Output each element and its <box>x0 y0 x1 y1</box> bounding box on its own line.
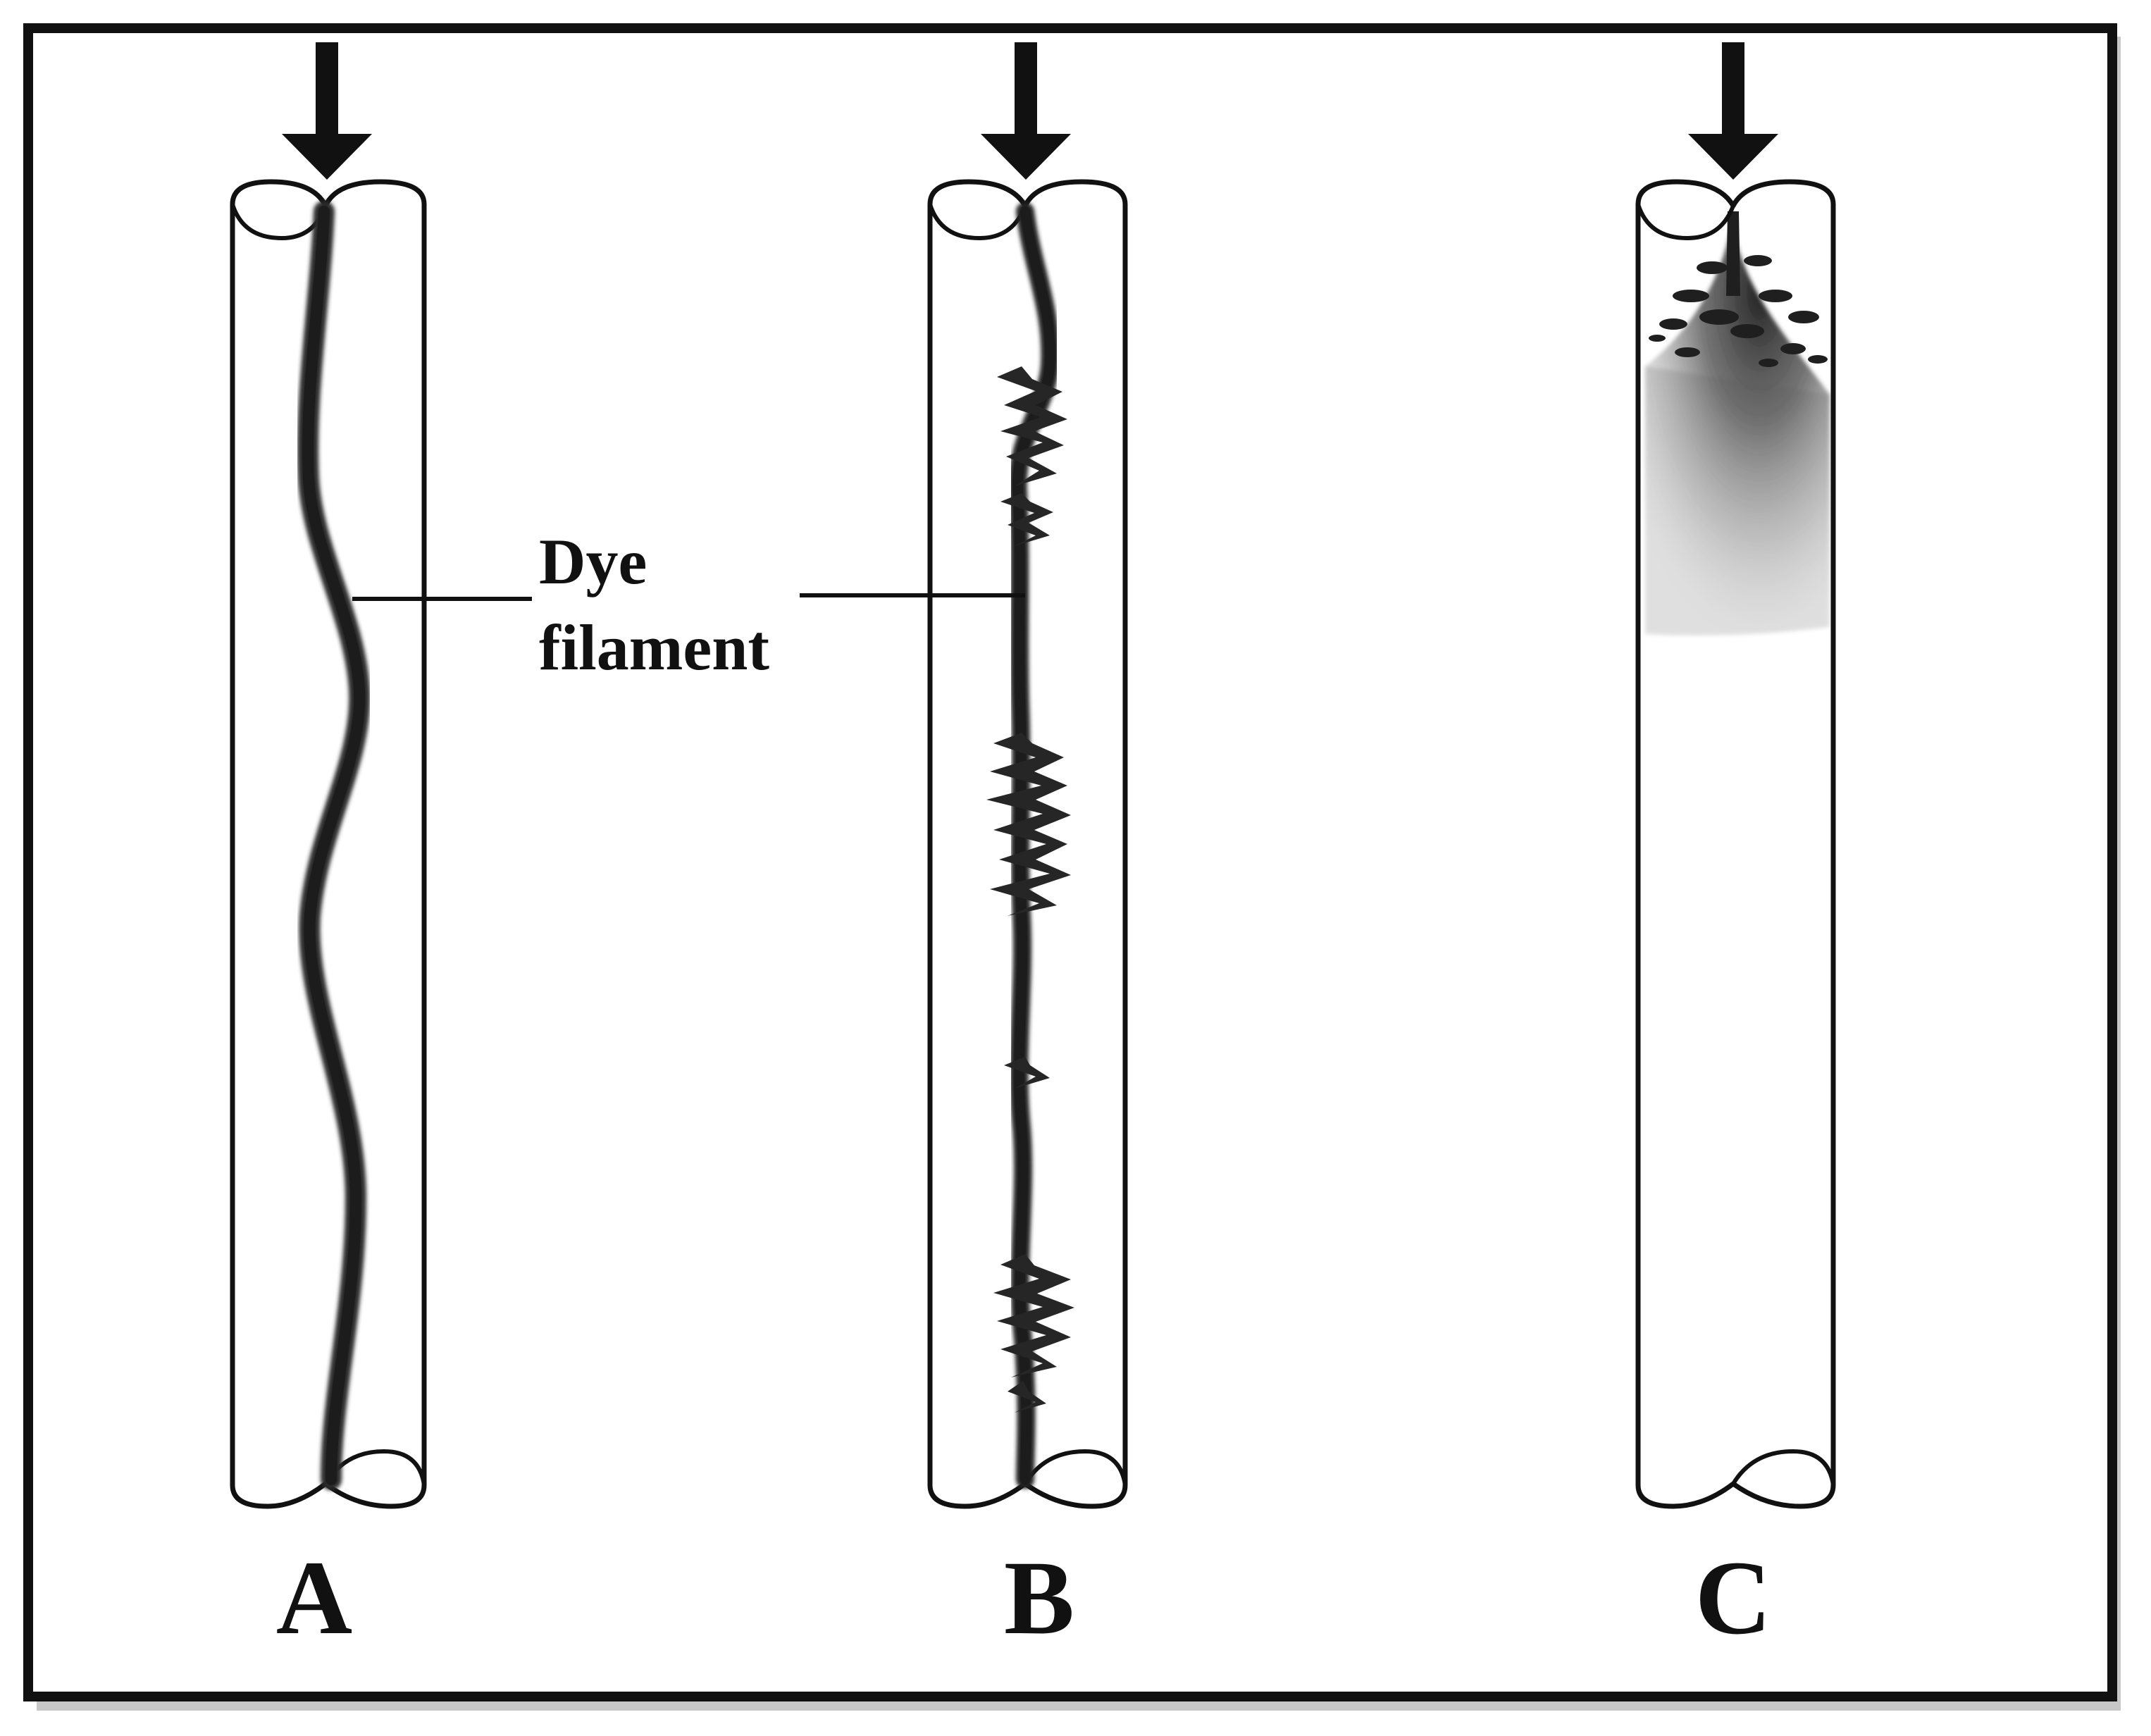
tube-c-bottom-lobe <box>1731 1449 1835 1486</box>
annotation-line-1: Dye <box>539 526 647 597</box>
tube-b-bottom-lobe <box>1023 1449 1127 1486</box>
tube-a-flow-arrow-icon <box>282 42 372 180</box>
tube-b-flow-arrow-icon <box>981 42 1071 180</box>
panel-label-b: B <box>1004 1539 1074 1656</box>
tube-b-turbulent-bursts <box>986 366 1074 1413</box>
tube-a <box>230 42 427 1509</box>
panel-labels: A B C <box>276 1539 1771 1656</box>
tube-c <box>1635 42 1836 1509</box>
tube-c-flow-arrow-icon <box>1688 42 1778 180</box>
dye-filament-annotation: Dye filament <box>352 526 1025 683</box>
panel-label-c: C <box>1695 1539 1771 1656</box>
annotation-line-2: filament <box>539 612 769 683</box>
tube-c-dye-cloud <box>1645 211 1830 636</box>
tube-b-top-lobe <box>928 204 1027 241</box>
tube-c-top-lobe <box>1636 204 1735 241</box>
panel-label-a: A <box>276 1539 352 1656</box>
tube-b <box>927 42 1128 1509</box>
